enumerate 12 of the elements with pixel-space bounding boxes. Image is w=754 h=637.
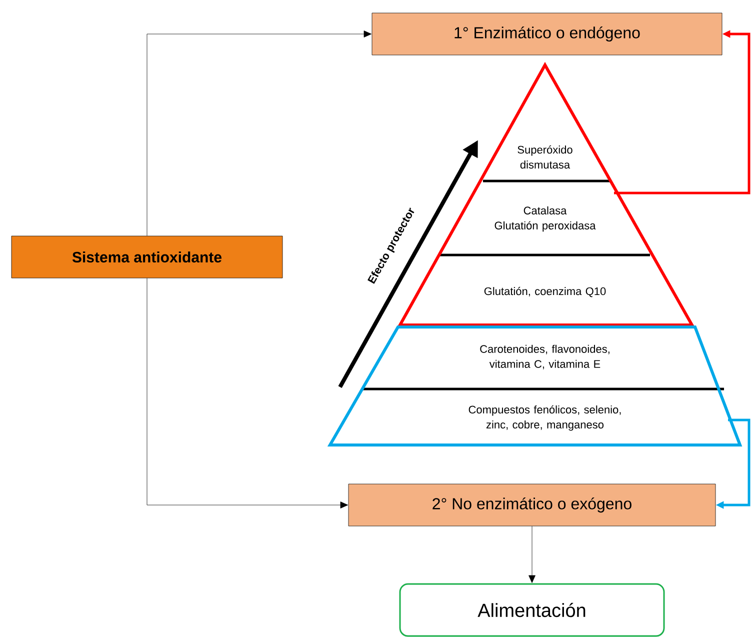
system-box: Sistema antioxidante	[11, 236, 283, 278]
layer-label: Carotenoides, flavonoides, vitamina C, vitamina E	[480, 344, 610, 370]
arrow	[146, 30, 372, 236]
layer-label: Glutatión, coenzima Q10	[484, 286, 606, 298]
arrow	[146, 278, 348, 508]
category-box: 2° No enzimático o exógeno	[348, 484, 716, 526]
rounded-box: Alimentación	[399, 583, 665, 637]
category-box: 1° Enzimático o endógeno	[372, 12, 722, 56]
layer-label: Superóxido dismutasa	[518, 145, 572, 169]
layer-label: Catalasa Glutatión peroxidasa	[494, 206, 596, 232]
arrow	[528, 526, 536, 583]
layer-label: Compuestos fenólicos, selenio, zinc, cobre, manganeso	[468, 405, 621, 431]
